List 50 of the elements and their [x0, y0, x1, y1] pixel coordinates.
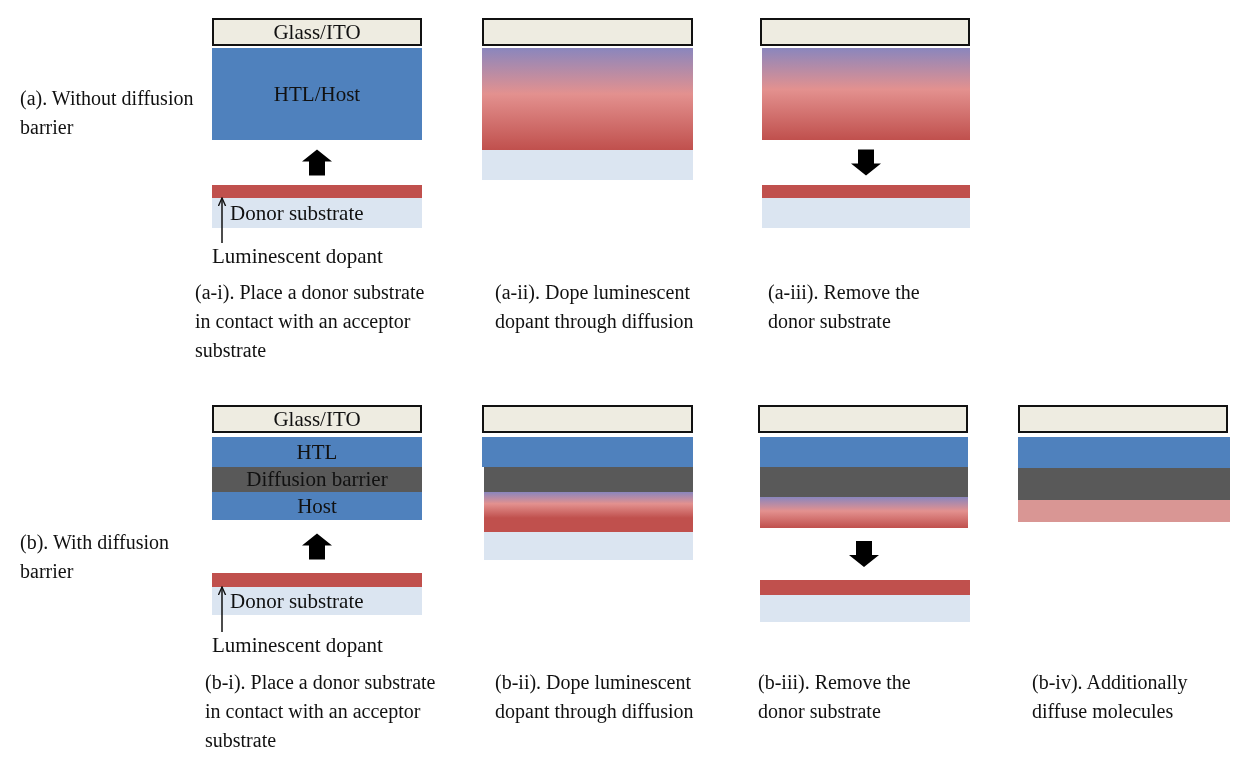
doped-layer: [762, 48, 970, 140]
caption-text: (a-ii). Dope luminescent dopant through diffusion: [495, 280, 695, 335]
dopant-label: Luminescent dopant: [212, 632, 432, 658]
block-arrow: [302, 533, 332, 560]
dopant-layer: [212, 573, 422, 587]
leader-line: [217, 586, 227, 633]
doped-layer: [484, 492, 693, 518]
htl-layer: [1018, 437, 1230, 468]
caption-text: (b-iii). Remove the donor substrate: [758, 670, 912, 724]
caption-text: (b). With diffusion barrier: [20, 530, 170, 584]
substrate-layer: [762, 198, 970, 228]
barrier-layer: [484, 467, 693, 492]
doped-layer: [760, 497, 968, 528]
doped-layer: [1018, 500, 1230, 522]
dopant-layer: [212, 185, 422, 198]
caption-text: (a-i). Place a donor substrate in contact with an acceptor substrate: [195, 280, 426, 363]
htl-layer: [760, 437, 968, 467]
block-arrow: [302, 149, 332, 176]
glass-layer: [758, 405, 968, 433]
htl-layer: [482, 437, 693, 467]
substrate-layer: Donor substrate: [212, 198, 422, 228]
dopant-label: Luminescent dopant: [212, 243, 432, 269]
caption-text: (a-iii). Remove the donor substrate: [768, 280, 921, 334]
substrate-layer: [484, 532, 693, 560]
host-layer: HTL/Host: [212, 48, 422, 140]
dopant-layer: [484, 518, 693, 532]
substrate-layer: [760, 595, 970, 622]
barrier-layer: [1018, 468, 1230, 500]
host-layer: Host: [212, 492, 422, 520]
leader-line: [217, 197, 227, 244]
barrier-layer: [760, 467, 968, 497]
dopant-layer: [762, 185, 970, 198]
caption-text: (b-ii). Dope luminescent dopant through diffusion: [495, 670, 695, 725]
htl-layer: HTL: [212, 437, 422, 467]
block-arrow: [849, 541, 879, 567]
caption-text: (a). Without diffusion barrier: [20, 86, 195, 140]
glass-layer: [760, 18, 970, 46]
block-arrow: [851, 149, 881, 176]
barrier-layer: Diffusion barrier: [212, 467, 422, 492]
dopant-layer: [760, 580, 970, 595]
glass-layer: Glass/ITO: [212, 405, 422, 433]
glass-layer: [1018, 405, 1228, 433]
doped-layer: [482, 48, 693, 150]
substrate-layer: [482, 150, 693, 180]
caption-text: (b-iv). Additionally diffuse molecules: [1032, 670, 1189, 724]
glass-layer: Glass/ITO: [212, 18, 422, 46]
glass-layer: [482, 405, 693, 433]
glass-layer: [482, 18, 693, 46]
caption-text: (b-i). Place a donor substrate in contact with an acceptor substrate: [205, 670, 437, 753]
substrate-layer: Donor substrate: [212, 587, 422, 615]
